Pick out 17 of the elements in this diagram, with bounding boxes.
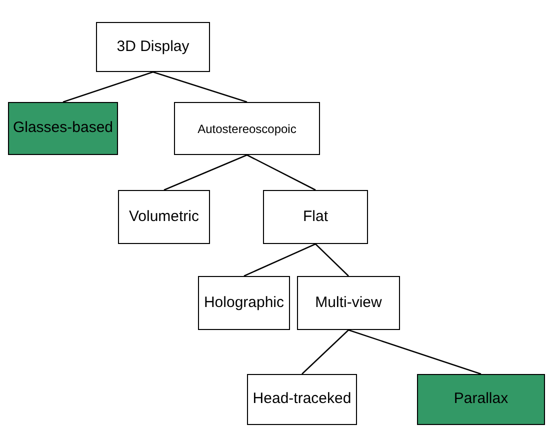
connector-line bbox=[152, 71, 248, 103]
category-box: Glasses-based bbox=[8, 102, 118, 155]
connector-line bbox=[246, 154, 316, 191]
category-box: Volumetric bbox=[118, 190, 210, 244]
connector-line bbox=[62, 71, 154, 103]
category-box: Holographic bbox=[198, 276, 290, 330]
connector-line bbox=[302, 330, 349, 374]
category-box: Flat bbox=[263, 190, 368, 244]
category-box: Parallax bbox=[417, 374, 545, 425]
connector-line bbox=[244, 243, 316, 277]
category-box: 3D Display bbox=[96, 22, 210, 72]
connector-line bbox=[348, 329, 482, 375]
connector-line bbox=[164, 154, 248, 191]
connector-line bbox=[315, 244, 349, 276]
category-box: Autostereoscopoic bbox=[174, 102, 320, 155]
category-box: Multi-view bbox=[297, 276, 400, 330]
category-box: Head-traceked bbox=[247, 374, 357, 425]
